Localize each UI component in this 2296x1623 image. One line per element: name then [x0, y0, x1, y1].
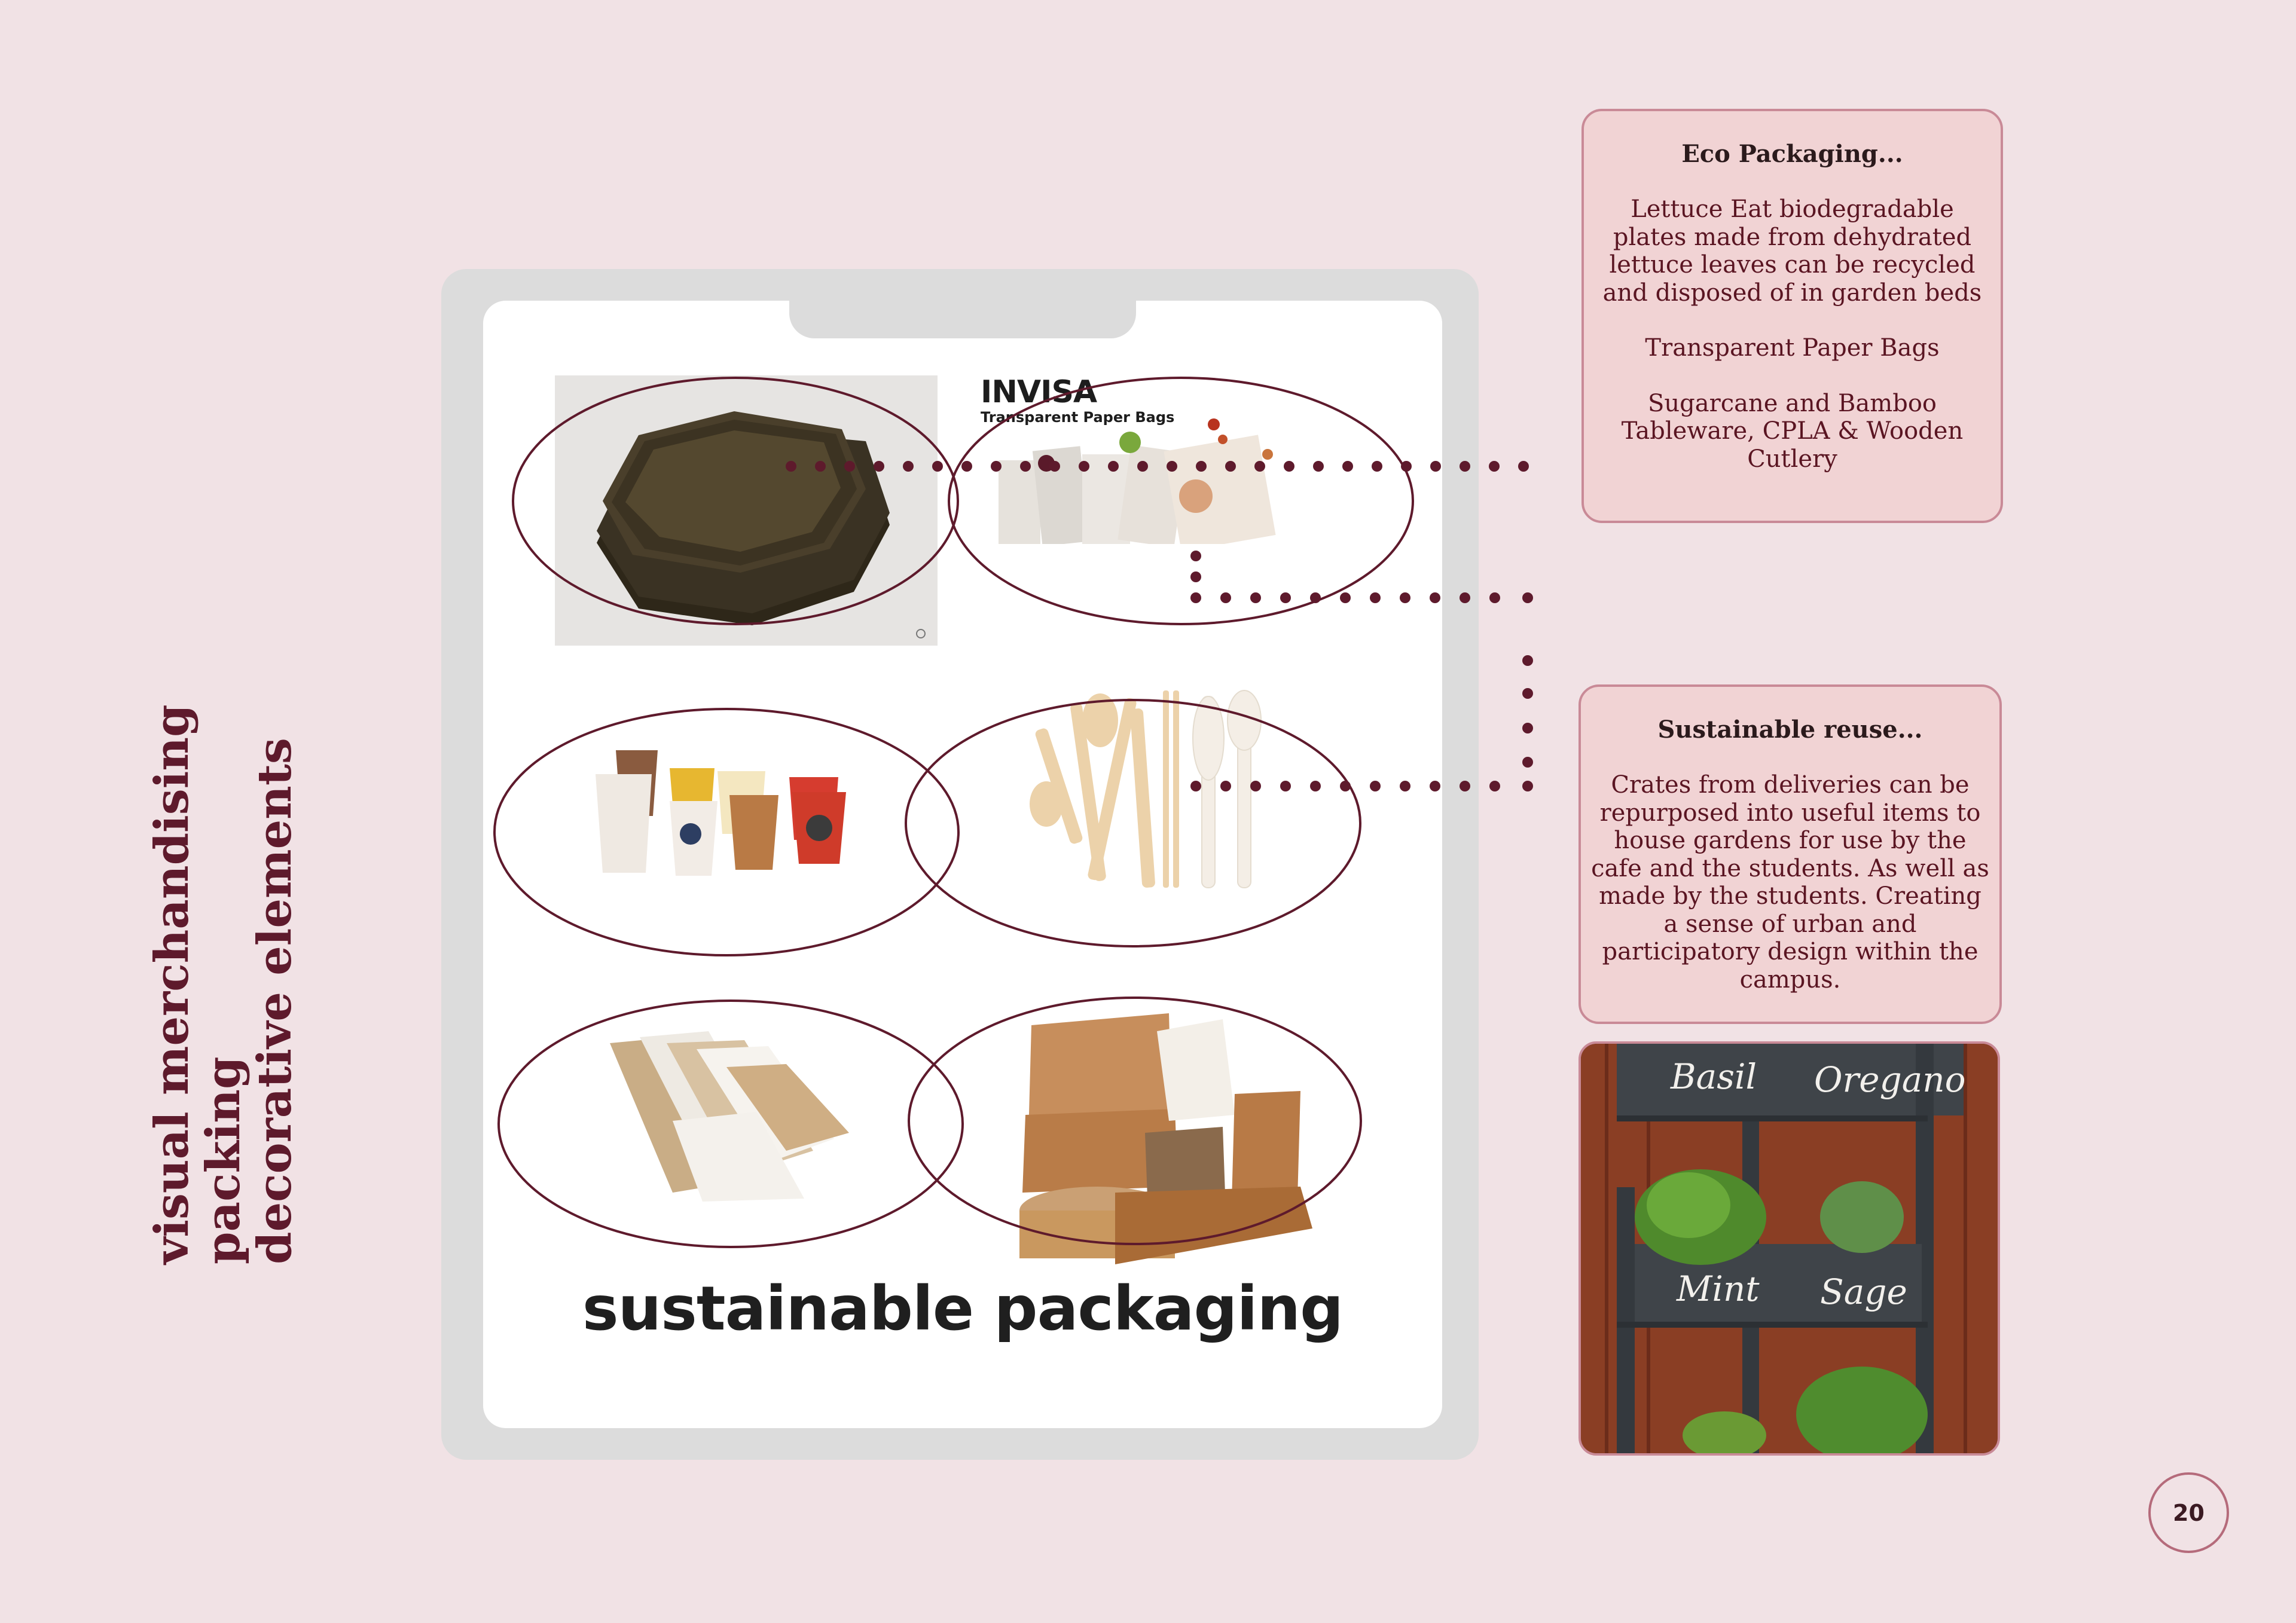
ellipse-boxes: [908, 997, 1362, 1245]
dotted-connectors: [786, 461, 1533, 791]
paper-bags-illustration: [981, 406, 1303, 544]
wooden-cutlery-photo: [1016, 684, 1274, 891]
tablet-notch: [789, 287, 1136, 338]
eco-packaging-heading: Eco Packaging...: [1681, 140, 1903, 168]
takeaway-boxes-illustration: [1019, 1013, 1312, 1264]
sustainable-reuse-heading: Sustainable reuse...: [1657, 716, 1923, 744]
paper-cups-photo: [592, 744, 855, 879]
page-number: 20: [2148, 1472, 2229, 1553]
napkins-photo: [607, 1031, 858, 1205]
paper-bags-photo: [981, 406, 1303, 544]
ellipse-bags: [948, 377, 1414, 625]
eco-packaging-card: Eco Packaging... Lettuce Eat biodegradab…: [1581, 109, 2003, 523]
ellipse-cups: [493, 708, 960, 956]
label-basil: Basil: [1670, 1056, 1757, 1097]
label-oregano: Oregano: [1814, 1059, 1966, 1100]
eco-packaging-text-3: Sugarcane and Bamboo Tableware, CPLA & W…: [1621, 389, 1964, 473]
sustainable-packaging-title: sustainable packaging: [582, 1273, 1344, 1344]
label-mint: Mint: [1676, 1269, 1760, 1309]
eco-packaging-text-1: Lettuce Eat biodegradable plates made fr…: [1602, 195, 1982, 307]
sustainable-reuse-card: Sustainable reuse... Crates from deliver…: [1578, 684, 2002, 1024]
lettuce-plates-illustration: [597, 411, 926, 638]
eco-packaging-text-2: Transparent Paper Bags: [1645, 334, 1940, 362]
napkins-illustration: [610, 1031, 849, 1202]
takeaway-boxes-photo: [1019, 1007, 1312, 1264]
zoom-icon: [916, 629, 926, 638]
lettuce-plates-photo: [555, 375, 938, 646]
paper-cups-illustration: [596, 750, 846, 876]
sustainable-reuse-text: Crates from deliveries can be repurposed…: [1591, 771, 1989, 994]
garden-crate-photo: Basil Oregano Mint Sage: [1578, 1041, 2000, 1456]
ellipse-cutlery: [905, 699, 1361, 947]
ellipse-napkins: [497, 1000, 964, 1248]
garden-crate-illustration: Basil Oregano Mint Sage: [1581, 1044, 1998, 1453]
ellipse-plates: [512, 377, 959, 625]
label-sage: Sage: [1820, 1271, 1907, 1312]
wooden-cutlery-illustration: [1030, 690, 1262, 888]
